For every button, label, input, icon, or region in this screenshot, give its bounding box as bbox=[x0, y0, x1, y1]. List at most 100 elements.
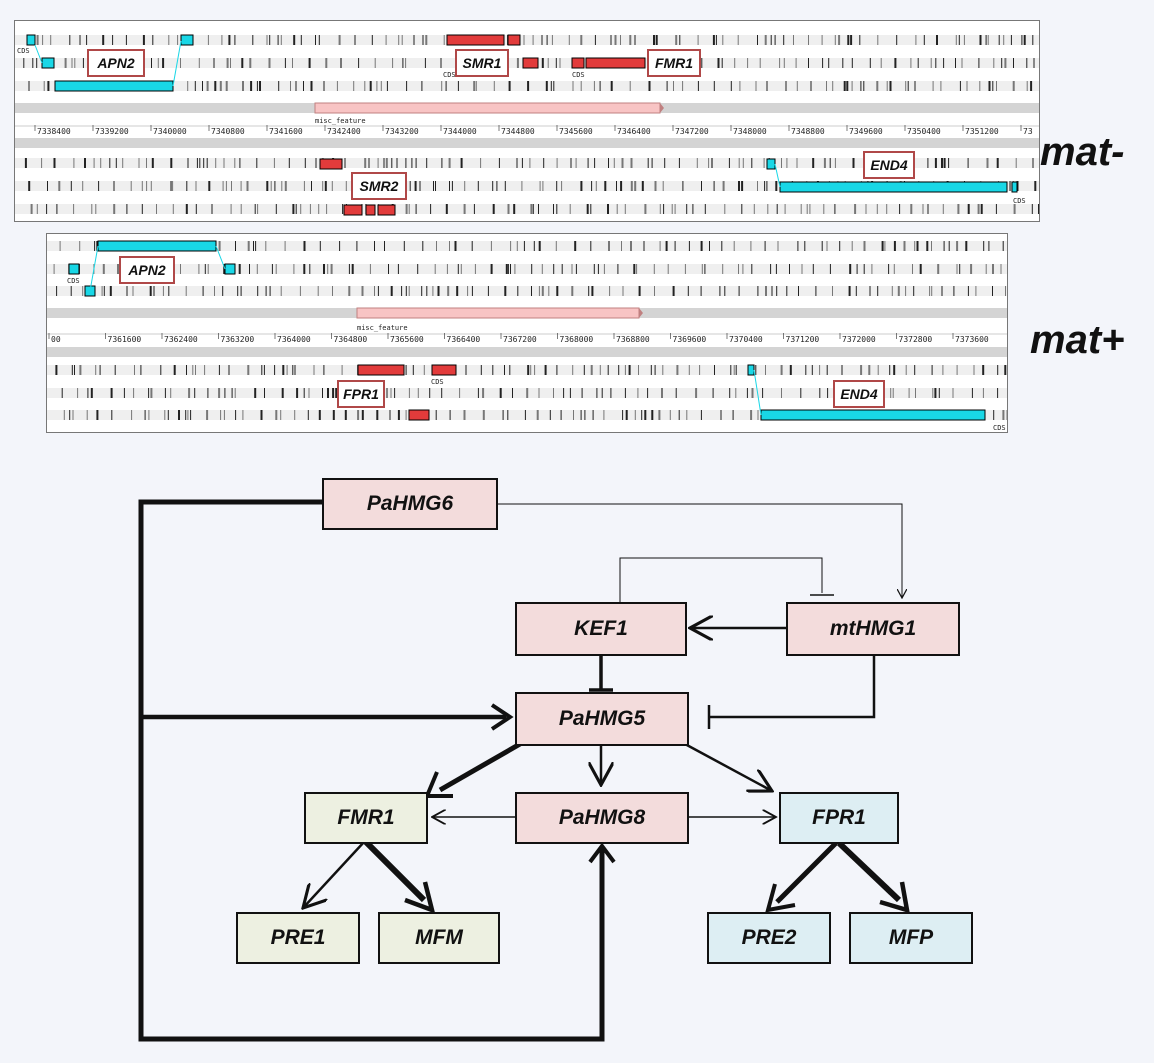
feature-mark bbox=[61, 388, 63, 398]
mat-plus-gene-end4[interactable]: END4 bbox=[833, 380, 885, 408]
feature-mark bbox=[806, 204, 808, 214]
feature-mark bbox=[708, 158, 710, 168]
feature-mark bbox=[401, 286, 403, 296]
feature-mark bbox=[464, 181, 466, 191]
feature-mark bbox=[385, 158, 388, 168]
feature-mark bbox=[521, 181, 523, 191]
feature-mark bbox=[934, 158, 937, 168]
feature-mark bbox=[929, 286, 931, 296]
node-pahmg8[interactable]: PaHMG8 bbox=[515, 792, 689, 844]
node-fmr1[interactable]: FMR1 bbox=[304, 792, 428, 844]
feature-mark bbox=[587, 158, 589, 168]
feature-mark bbox=[309, 204, 311, 214]
ruler-tick-label: 7345600 bbox=[559, 127, 593, 136]
feature-mark bbox=[651, 410, 654, 420]
feature-mark bbox=[634, 181, 637, 191]
feature-mark bbox=[735, 388, 737, 398]
feature-mark bbox=[573, 410, 574, 420]
feature-mark bbox=[415, 204, 417, 214]
node-mfm[interactable]: MFM bbox=[378, 912, 500, 964]
feature-mark bbox=[273, 158, 275, 168]
feature-mark bbox=[59, 241, 61, 251]
pahmg5-to-fpr1-edge bbox=[684, 742, 772, 791]
node-pahmg5[interactable]: PaHMG5 bbox=[515, 692, 689, 746]
feature-mark bbox=[449, 181, 450, 191]
feature-mark bbox=[932, 388, 934, 398]
feature-mark bbox=[713, 81, 715, 91]
feature-mark bbox=[724, 286, 726, 296]
feature-mark bbox=[295, 81, 297, 91]
node-pahmg6[interactable]: PaHMG6 bbox=[322, 478, 498, 530]
feature-mark bbox=[282, 365, 285, 375]
feature-mark bbox=[353, 81, 355, 91]
feature-mark bbox=[729, 388, 731, 398]
feature-mark bbox=[242, 81, 244, 91]
mat-minus-gene-end4[interactable]: END4 bbox=[863, 151, 915, 179]
node-kef1[interactable]: KEF1 bbox=[515, 602, 687, 656]
node-mfp[interactable]: MFP bbox=[849, 912, 973, 964]
node-pre2[interactable]: PRE2 bbox=[707, 912, 831, 964]
node-pre1[interactable]: PRE1 bbox=[236, 912, 360, 964]
feature-mark bbox=[943, 158, 946, 168]
mat-minus-gene-fmr1[interactable]: FMR1 bbox=[647, 49, 701, 77]
feature-mark bbox=[125, 35, 127, 45]
feature-mark bbox=[764, 241, 766, 251]
mat-minus-gene-apn2[interactable]: APN2 bbox=[87, 49, 145, 77]
feature-mark bbox=[881, 241, 884, 251]
feature-mark bbox=[781, 158, 782, 168]
feature-mark bbox=[371, 35, 373, 45]
feature-mark bbox=[266, 181, 269, 191]
feature-mark bbox=[559, 58, 561, 68]
node-mthmg1[interactable]: mtHMG1 bbox=[786, 602, 960, 656]
feature-mark bbox=[374, 286, 375, 296]
feature-mark bbox=[762, 388, 764, 398]
mat-minus-gene-smr1[interactable]: SMR1 bbox=[455, 49, 509, 77]
feature-mark bbox=[583, 365, 585, 375]
feature-mark bbox=[514, 264, 516, 274]
feature-mark bbox=[886, 204, 888, 214]
feature-mark bbox=[247, 365, 250, 375]
feature-mark bbox=[823, 204, 825, 214]
feature-mark bbox=[228, 365, 230, 375]
feature-mark bbox=[538, 286, 540, 296]
feature-mark bbox=[47, 81, 50, 91]
feature-mark bbox=[838, 35, 841, 45]
node-fpr1[interactable]: FPR1 bbox=[779, 792, 899, 844]
feature-mark bbox=[102, 35, 105, 45]
feature-mark bbox=[280, 35, 282, 45]
feature-mark bbox=[211, 204, 213, 214]
feature-mark bbox=[733, 365, 735, 375]
feature-mark bbox=[717, 58, 720, 68]
feature-mark bbox=[186, 181, 188, 191]
feature-mark bbox=[449, 241, 450, 251]
feature-mark bbox=[956, 264, 958, 274]
feature-mark bbox=[322, 388, 323, 398]
feature-mark bbox=[709, 241, 710, 251]
feature-mark bbox=[269, 286, 271, 296]
feature-mark bbox=[55, 365, 58, 375]
feature-mark bbox=[231, 388, 233, 398]
feature-mark bbox=[688, 241, 690, 251]
ruler-tick-label: 7372000 bbox=[842, 335, 876, 344]
feature-mark bbox=[194, 81, 196, 91]
mat-plus-gene-apn2[interactable]: APN2 bbox=[119, 256, 175, 284]
feature-mark bbox=[934, 388, 937, 398]
feature-mark bbox=[556, 365, 558, 375]
mat-minus-gene-smr2[interactable]: SMR2 bbox=[351, 172, 407, 200]
feature-mark bbox=[658, 410, 661, 420]
feature-mark bbox=[69, 35, 71, 45]
feature-mark bbox=[396, 158, 398, 168]
feature-mark bbox=[547, 58, 549, 68]
feature-mark bbox=[323, 365, 325, 375]
mat-plus-cds-label-2: CDS bbox=[431, 378, 444, 386]
feature-mark bbox=[688, 365, 690, 375]
mat-plus-gene-fpr1[interactable]: FPR1 bbox=[337, 380, 385, 408]
feature-mark bbox=[249, 58, 252, 68]
feature-mark bbox=[985, 35, 987, 45]
feature-mark bbox=[463, 204, 466, 214]
feature-mark bbox=[910, 204, 913, 214]
feature-mark bbox=[87, 388, 89, 398]
feature-mark bbox=[424, 58, 426, 68]
